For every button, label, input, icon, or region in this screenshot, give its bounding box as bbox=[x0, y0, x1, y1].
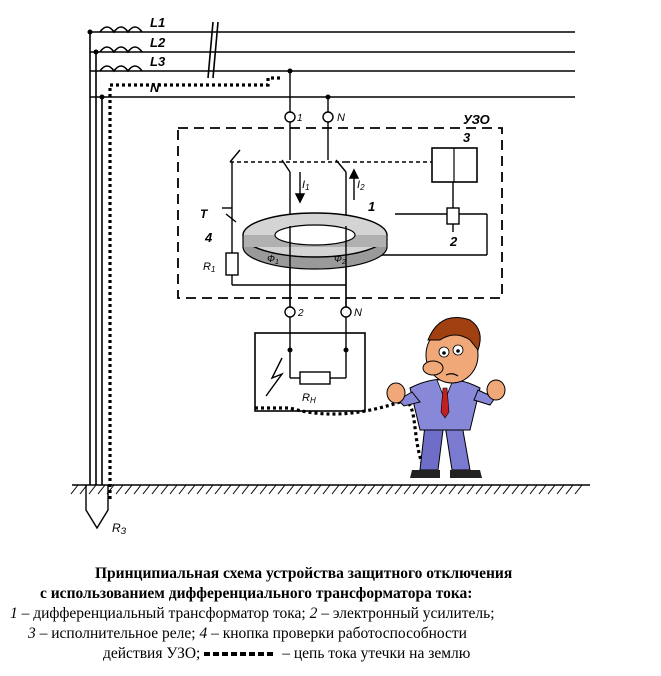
leakage-path-legend bbox=[204, 652, 275, 657]
resistor-Rn bbox=[299, 371, 331, 385]
caption-title-1: Принципиальная схема устройства защитног… bbox=[95, 565, 513, 582]
ground-hatching bbox=[70, 484, 583, 495]
coil-L3 bbox=[99, 65, 143, 73]
label-L2: L2 bbox=[150, 35, 166, 50]
label-terminal-N-bottom: N bbox=[354, 307, 362, 319]
label-Rz: RЗ bbox=[112, 521, 127, 536]
coil-L1 bbox=[99, 26, 143, 34]
label-2: 2 bbox=[449, 234, 458, 249]
label-I1: I1 bbox=[302, 179, 310, 192]
label-Phi2: Ф2 bbox=[334, 254, 346, 266]
amplifier-2 bbox=[446, 207, 460, 225]
junction-dots bbox=[87, 29, 331, 100]
label-Phi1: Ф1 bbox=[267, 254, 279, 266]
terminal-2-bottom bbox=[284, 306, 296, 318]
label-L3: L3 bbox=[150, 54, 166, 69]
label-3: 3 bbox=[463, 130, 471, 145]
uzo-housing bbox=[177, 127, 503, 299]
caption-title-2: с использованием дифференциального транс… bbox=[40, 585, 473, 602]
differential-transformer-ring bbox=[242, 212, 388, 270]
phase-lines bbox=[89, 21, 575, 485]
label-1: 1 bbox=[368, 199, 375, 214]
label-L1: L1 bbox=[150, 15, 165, 30]
terminal-1-top bbox=[284, 111, 296, 123]
label-N: N bbox=[150, 80, 160, 95]
terminal-N-top bbox=[322, 111, 334, 123]
label-Rn: RН bbox=[302, 392, 316, 405]
person-illustration bbox=[386, 317, 506, 478]
label-terminal-1: 1 bbox=[297, 113, 303, 124]
uzo-circuit-diagram: L1 L2 L3 N УЗО 1 N 3 2 bbox=[70, 15, 590, 536]
label-terminal-2: 2 bbox=[297, 308, 304, 319]
caption-line-4: 3 – исполнительное реле; 4 – кнопка пров… bbox=[28, 625, 467, 642]
label-I2: I2 bbox=[357, 179, 365, 192]
label-uzo: УЗО bbox=[463, 112, 490, 127]
label-R1: R1 bbox=[203, 261, 215, 274]
label-4: 4 bbox=[204, 230, 213, 245]
coil-L2 bbox=[99, 46, 143, 54]
ground-electrode bbox=[85, 485, 109, 530]
leakage-current-path bbox=[108, 76, 427, 500]
caption-line-3: 1 – дифференциальный трансформатор тока;… bbox=[10, 605, 495, 622]
label-T: T bbox=[200, 207, 209, 221]
terminal-N-bottom bbox=[340, 306, 352, 318]
caption-line-5: действия УЗО; – цепь тока утечки на земл… bbox=[103, 645, 471, 662]
resistor-R1 bbox=[225, 252, 239, 276]
fault-spark-icon bbox=[265, 357, 284, 397]
label-terminal-N-top: N bbox=[337, 112, 345, 124]
